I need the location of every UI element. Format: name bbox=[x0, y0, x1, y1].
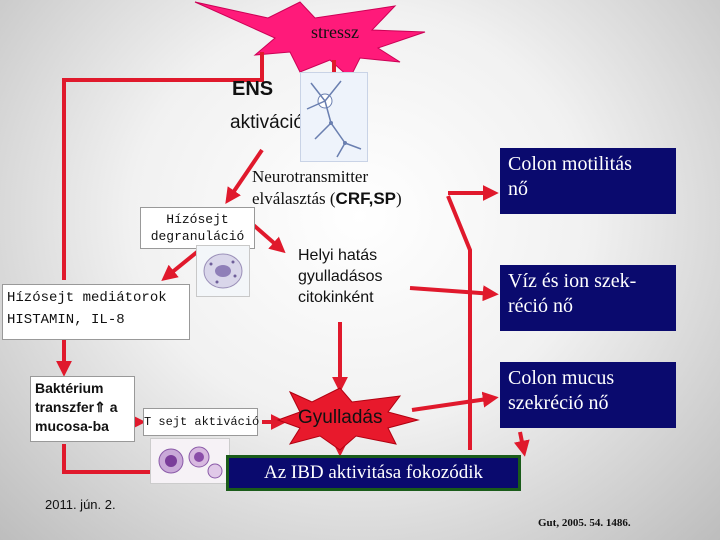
arrow-stress-loop bbox=[62, 52, 264, 280]
local-effect-label: Helyi hatás gyulladásos citokinként bbox=[298, 245, 383, 308]
up-arrow-icon: ⇑ bbox=[94, 399, 106, 415]
water-ion-line1: Víz és ion szek- bbox=[508, 270, 637, 292]
colon-motility-line2: nő bbox=[508, 178, 528, 200]
arrow-inflammation-mucus bbox=[411, 391, 499, 412]
inflammation-starburst bbox=[276, 387, 420, 451]
mast-cell-icon bbox=[203, 253, 243, 289]
stress-starburst bbox=[194, 1, 426, 79]
ens-subtitle: aktiváció bbox=[230, 112, 304, 133]
mediators-line1: Hízósejt mediátorok bbox=[7, 290, 167, 306]
water-ion-line2: réció nő bbox=[508, 295, 573, 317]
neurotransmitter-line2-prefix: elválasztás ( bbox=[252, 189, 336, 208]
colon-mucus-box: Colon mucus szekréció nő bbox=[500, 362, 676, 428]
arrow-mucus-ibd bbox=[513, 431, 530, 457]
stress-label: stressz bbox=[311, 22, 359, 42]
footer-date: 2011. jún. 2. bbox=[45, 497, 116, 512]
local-effect-line2: gyulladásos bbox=[298, 268, 383, 285]
ens-title: ENS bbox=[232, 78, 274, 100]
degranulation-line1: Hízósejt bbox=[166, 212, 229, 227]
local-effect-line1: Helyi hatás bbox=[298, 247, 378, 264]
bacteria-transfer-box: Baktérium transzfer⇑ a mucosa-ba bbox=[30, 376, 135, 442]
bacteria-line2-prefix: transzfer bbox=[35, 399, 95, 415]
neurotransmitter-label: Neurotransmitter elválasztás (CRF,SP) bbox=[252, 166, 402, 210]
neurotransmitter-line2-suffix: ) bbox=[396, 189, 402, 208]
arrow-degranulation-mediators bbox=[161, 246, 204, 282]
degranulation-line2: degranuláció bbox=[150, 229, 245, 244]
degranulation-box: Hízósejt degranuláció bbox=[140, 207, 255, 249]
tcell-activation-box: T sejt aktiváció bbox=[143, 408, 259, 436]
colon-mucus-line1: Colon mucus bbox=[508, 367, 615, 389]
neurotransmitter-line1: Neurotransmitter bbox=[252, 167, 369, 186]
colon-mucus-line2: szekréció nő bbox=[508, 392, 609, 414]
bacteria-line2-suffix: a bbox=[105, 399, 118, 415]
colon-motility-line1: Colon motilitás bbox=[508, 153, 632, 175]
ibd-activity-box: Az IBD aktivitása fokozódik bbox=[226, 455, 521, 491]
footer-reference: Gut, 2005. 54. 1486. bbox=[538, 517, 631, 529]
arrow-motility-ibd bbox=[446, 195, 472, 450]
mediators-box: Hízósejt mediátorok HISTAMIN, IL-8 bbox=[2, 284, 190, 340]
local-effect-line3: citokinként bbox=[298, 289, 374, 306]
arrow-mediators-local bbox=[248, 220, 286, 254]
neuron-icon bbox=[306, 80, 362, 158]
bacteria-line2: transzfer⇑ a bbox=[35, 398, 130, 417]
mediators-line2: HISTAMIN, IL-8 bbox=[7, 312, 125, 328]
neurotransmitter-line2: elválasztás (CRF,SP) bbox=[252, 188, 402, 210]
neuron-illustration bbox=[300, 72, 368, 162]
tcell-image bbox=[150, 438, 230, 484]
arrow-ens-degranulation bbox=[225, 148, 264, 204]
colon-motility-box: Colon motilitás nő bbox=[500, 148, 676, 214]
water-ion-secretion-box: Víz és ion szek- réció nő bbox=[500, 265, 676, 331]
bacteria-line1: Baktérium bbox=[35, 380, 104, 396]
arrow-local-secretion bbox=[409, 285, 499, 302]
neurotransmitter-crf-sp: CRF,SP bbox=[335, 189, 397, 208]
inflammation-label: Gyulladás bbox=[298, 407, 383, 428]
tcell-icon bbox=[158, 446, 223, 479]
mast-cell-image bbox=[196, 245, 250, 297]
bacteria-line3: mucosa-ba bbox=[35, 418, 109, 434]
